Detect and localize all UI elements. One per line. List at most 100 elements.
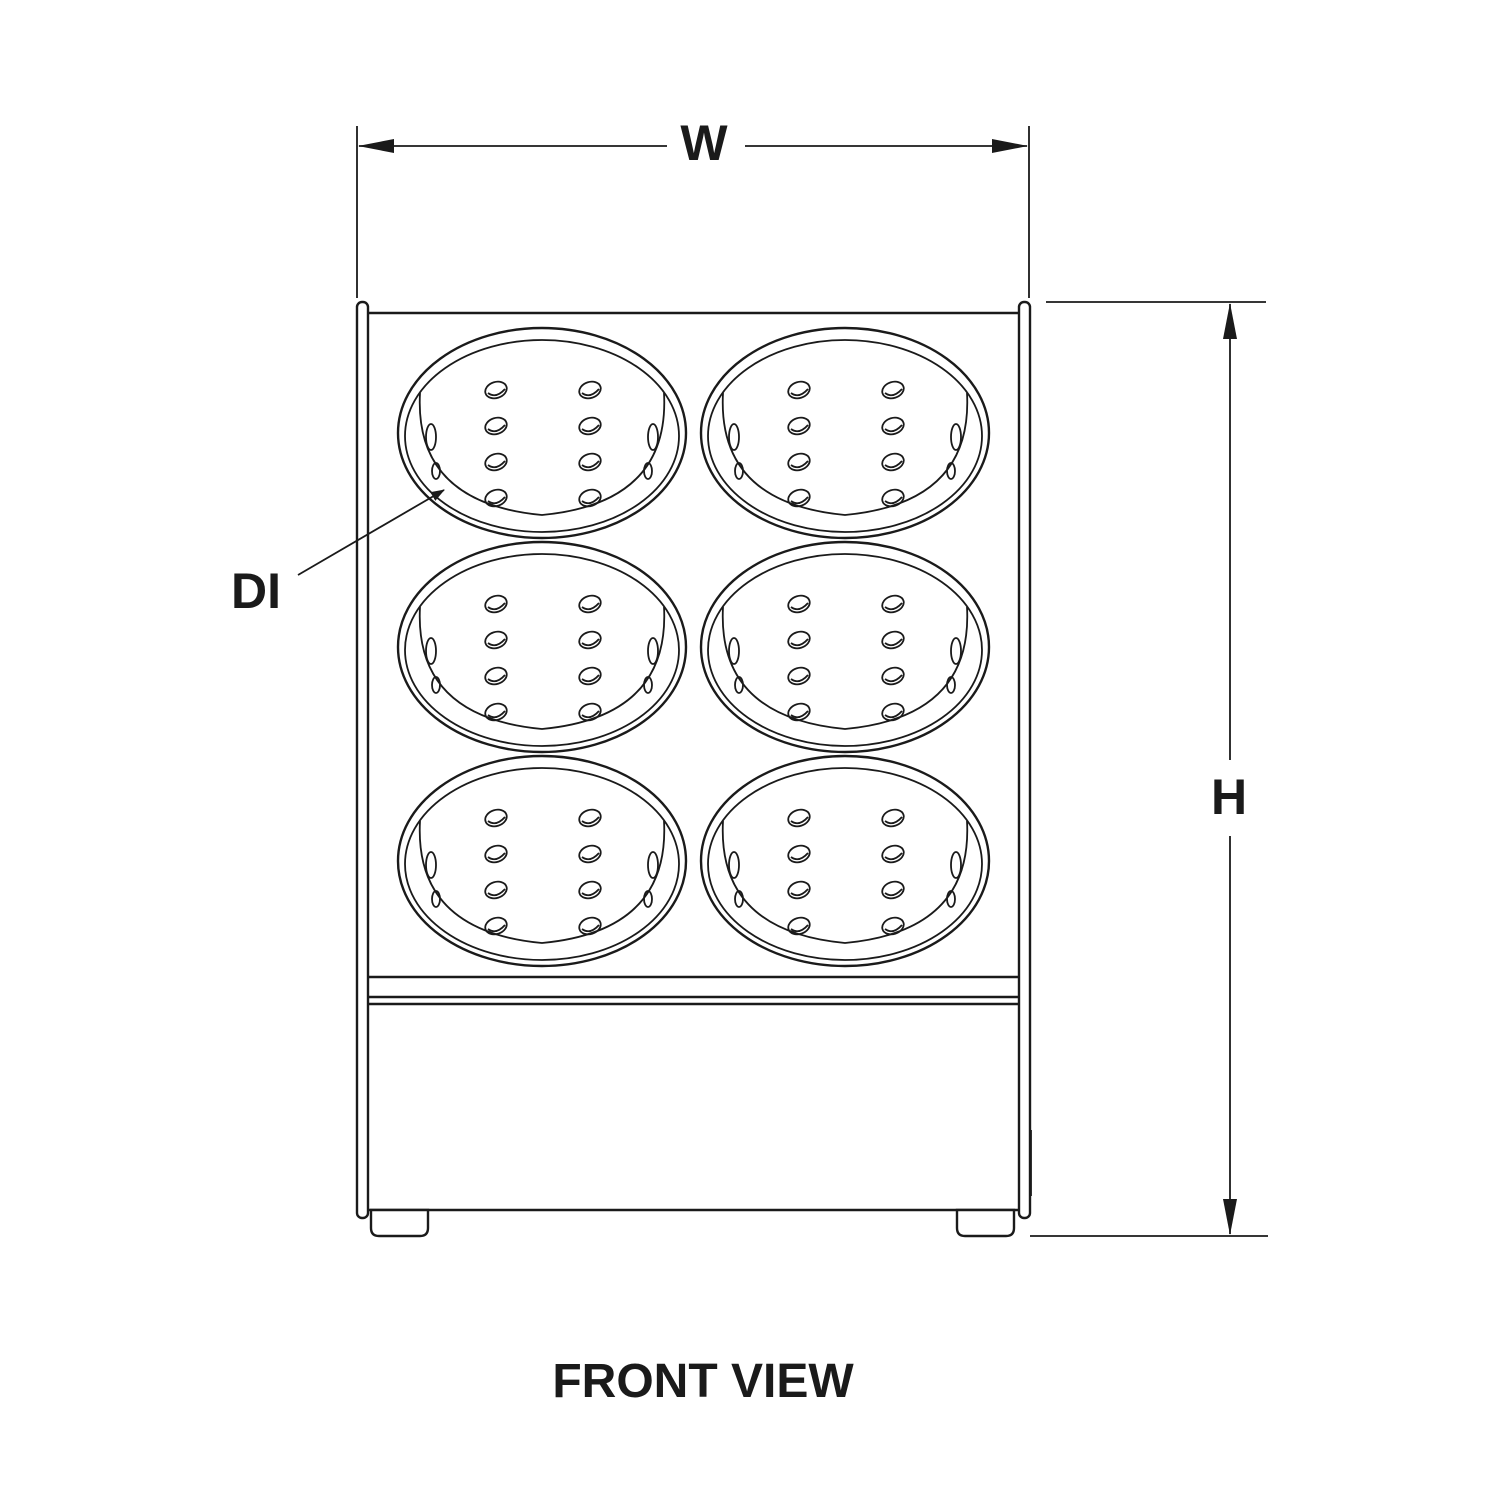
view-caption: FRONT VIEW (552, 1355, 854, 1408)
cylinder-rim-inner (707, 553, 983, 747)
right-post (1017, 300, 1032, 1220)
perforation-hole (484, 808, 508, 828)
diameter-label: DI (231, 563, 281, 619)
side-slot-right-lower (946, 676, 956, 694)
perforation-hole-shadow (790, 888, 809, 897)
side-slot-left (425, 423, 437, 451)
height-dimension: H (1030, 301, 1268, 1237)
perforation-hole-shadow (581, 496, 600, 505)
side-slot-right-lower (643, 462, 653, 480)
left-post (355, 300, 370, 1220)
perforation-hole (787, 452, 811, 472)
side-slot-left-lower (734, 890, 744, 908)
perforation-hole (881, 488, 905, 508)
cylinder-rim-outer (699, 540, 991, 754)
side-slot-left-lower (734, 462, 744, 480)
cylinder (396, 540, 688, 754)
perforation-hole (578, 702, 602, 722)
cylinder-inner-wall (418, 392, 666, 516)
perforation-hole (787, 702, 811, 722)
perforation-hole-shadow (581, 460, 600, 469)
perforation-hole (787, 630, 811, 650)
side-slot-left-lower (431, 676, 441, 694)
perforation-hole-shadow (487, 888, 506, 897)
cylinder (699, 326, 991, 540)
side-slot-right (647, 423, 659, 451)
side-slot-left (425, 851, 437, 879)
perforation-hole-shadow (487, 852, 506, 861)
width-label: W (680, 115, 728, 171)
side-slot-right (647, 851, 659, 879)
perforation-hole-shadow (790, 816, 809, 825)
perforation-hole (881, 666, 905, 686)
perforation-hole-shadow (581, 816, 600, 825)
perforation-hole-shadow (790, 638, 809, 647)
perforation-hole-shadow (487, 424, 506, 433)
perforation-hole (881, 844, 905, 864)
side-slot-left-lower (431, 462, 441, 480)
perforation-hole-shadow (487, 924, 506, 933)
perforation-hole-shadow (581, 424, 600, 433)
side-slot-right (950, 851, 962, 879)
side-slot-right (950, 423, 962, 451)
side-slot-left-lower (431, 890, 441, 908)
cylinder (699, 754, 991, 968)
perforation-hole-shadow (487, 674, 506, 683)
perforation-hole-shadow (581, 388, 600, 397)
perforation-hole (881, 808, 905, 828)
perforation-hole (787, 880, 811, 900)
perforation-hole-shadow (884, 888, 903, 897)
side-slot-right-lower (643, 890, 653, 908)
perforation-hole-shadow (790, 460, 809, 469)
side-slot-left (728, 851, 740, 879)
perforation-hole (881, 702, 905, 722)
perforation-hole-shadow (581, 710, 600, 719)
perforation-hole (484, 702, 508, 722)
perforation-hole (881, 380, 905, 400)
perforation-hole (787, 594, 811, 614)
perforation-hole-shadow (884, 924, 903, 933)
right-foot (955, 1208, 1016, 1238)
height-label: H (1211, 769, 1247, 825)
left-foot (369, 1208, 430, 1238)
side-slot-left (728, 423, 740, 451)
diameter-leader (297, 489, 445, 576)
perforation-hole-shadow (884, 638, 903, 647)
perforation-hole-shadow (790, 602, 809, 611)
perforation-hole (787, 488, 811, 508)
perforation-hole (578, 488, 602, 508)
perforation-hole (484, 880, 508, 900)
perforation-hole-shadow (581, 674, 600, 683)
perforation-hole-shadow (790, 852, 809, 861)
cylinder-grid (396, 326, 991, 968)
side-slot-right-lower (643, 676, 653, 694)
cylinder-rim-inner (404, 339, 680, 533)
perforation-hole-shadow (581, 602, 600, 611)
perforation-hole-shadow (487, 496, 506, 505)
diameter-callout: DI (231, 489, 445, 619)
perforation-hole-shadow (487, 460, 506, 469)
cylinder-rim-inner (404, 767, 680, 961)
side-slot-right (647, 637, 659, 665)
perforation-hole (578, 416, 602, 436)
perforation-hole-shadow (790, 710, 809, 719)
perforation-hole-shadow (884, 674, 903, 683)
perforation-hole-shadow (487, 710, 506, 719)
perforation-hole (484, 916, 508, 936)
perforation-hole (484, 666, 508, 686)
perforation-hole (484, 844, 508, 864)
cylinder-rim-outer (699, 754, 991, 968)
perforation-hole (578, 452, 602, 472)
perforation-hole (484, 630, 508, 650)
cabinet (355, 300, 1032, 1238)
cylinder (699, 540, 991, 754)
perforation-hole-shadow (790, 424, 809, 433)
cylinder-rim-outer (396, 326, 688, 540)
cylinder-inner-wall (721, 392, 969, 516)
perforation-hole (881, 594, 905, 614)
perforation-hole-shadow (884, 816, 903, 825)
cylinder-rim-outer (396, 754, 688, 968)
perforation-hole (484, 594, 508, 614)
perforation-hole-shadow (790, 388, 809, 397)
